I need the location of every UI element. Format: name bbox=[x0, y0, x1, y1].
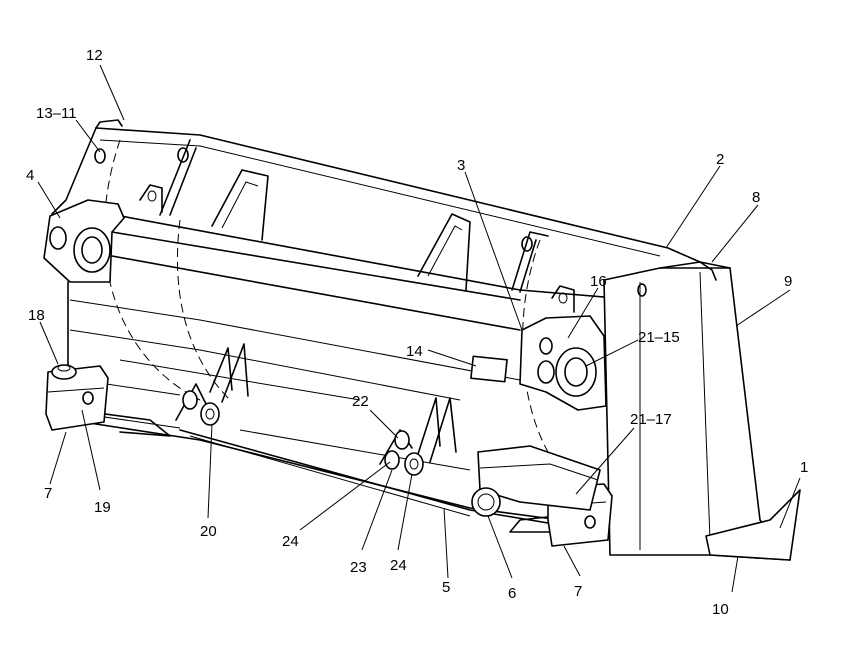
callout-4: 4 bbox=[26, 167, 34, 184]
callout-21-15: 21–15 bbox=[638, 329, 680, 346]
serial-plate bbox=[470, 355, 508, 383]
right-trunnion-bracket bbox=[519, 315, 607, 411]
left-trunnion-bracket bbox=[43, 148, 521, 331]
callout-6: 6 bbox=[508, 585, 516, 602]
left-end-bit bbox=[45, 364, 109, 431]
callout-2: 2 bbox=[716, 151, 724, 168]
callout-16: 16 bbox=[590, 273, 607, 290]
callout-7-left: 7 bbox=[44, 485, 52, 502]
callout-7-right: 7 bbox=[574, 583, 582, 600]
callout-24-left: 24 bbox=[282, 533, 299, 550]
callout-21-17: 21–17 bbox=[630, 411, 672, 428]
tilt-brace-brackets bbox=[175, 343, 457, 476]
callout-12: 12 bbox=[86, 47, 103, 64]
callout-labels: 1 2 3 4 5 6 7 7 8 9 10 12 13–11 14 16 18… bbox=[26, 47, 808, 618]
callout-23: 23 bbox=[350, 559, 367, 576]
right-end-plate bbox=[603, 261, 801, 561]
callout-13-11: 13–11 bbox=[36, 105, 77, 122]
callout-10: 10 bbox=[712, 601, 729, 618]
blade-body bbox=[51, 119, 761, 526]
callout-22: 22 bbox=[352, 393, 369, 410]
callout-8: 8 bbox=[752, 189, 760, 206]
callout-20: 20 bbox=[200, 523, 217, 540]
callout-1: 1 bbox=[800, 459, 808, 476]
leader-lines bbox=[37, 64, 801, 593]
callout-3: 3 bbox=[457, 157, 465, 174]
callout-19: 19 bbox=[94, 499, 111, 516]
callout-14: 14 bbox=[406, 343, 423, 360]
callout-5: 5 bbox=[442, 579, 450, 596]
lower-bracket bbox=[471, 445, 601, 517]
callout-18: 18 bbox=[28, 307, 45, 324]
callout-24-right: 24 bbox=[390, 557, 407, 574]
rear-braces bbox=[139, 139, 575, 313]
callout-9: 9 bbox=[784, 273, 792, 290]
